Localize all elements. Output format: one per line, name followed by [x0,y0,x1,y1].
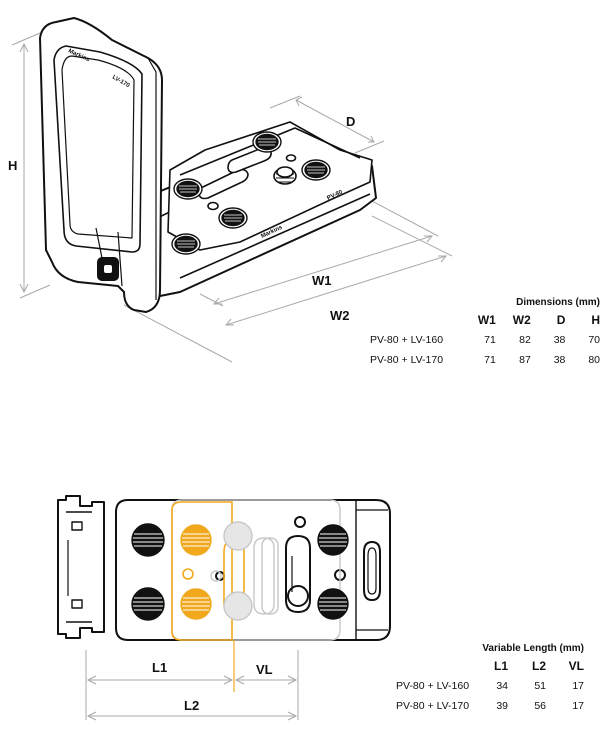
table-cell: 56 [534,700,546,712]
dim-label-l2: L2 [184,698,199,713]
column-header: D [556,313,566,327]
knurled-pad [131,587,165,621]
table-row: PV-80 + LV-170 39 56 17 [396,696,584,716]
dim-label-l1: L1 [152,660,167,675]
row-label: PV-80 + LV-160 [396,680,470,692]
dim-label-h: H [8,158,17,173]
table-cell: 17 [572,700,584,712]
column-header: L1 [493,659,508,673]
table-row: PV-80 + LV-160 34 51 17 [396,676,584,696]
dim-label-d: D [346,114,355,129]
table-row: PV-80 + LV-170 71 87 38 80 [370,350,600,370]
column-header: VL [568,659,584,673]
knurled-pad [252,131,282,153]
table-cell: 38 [553,354,566,366]
column-header: W2 [512,313,531,327]
table-cell: 71 [484,354,496,366]
knurled-pad [301,159,331,181]
dim-label-w1: W1 [312,273,332,288]
table-cell: 38 [553,334,566,346]
knurled-pad [317,588,349,620]
row-label: PV-80 + LV-160 [370,334,444,346]
row-label: PV-80 + LV-170 [370,354,444,366]
dim-label-vl: VL [256,662,273,677]
l-bracket [39,17,163,313]
iso-dimension-lines [11,32,453,363]
variable-table-title: Variable Length (mm) [482,642,584,654]
isometric-view: LV-170 Markins PV-80 Markins H D W1 W2 [8,17,453,363]
knurled-pad-ghost [223,521,253,621]
plate-side-outline [115,499,391,641]
dim-label-w2: W2 [330,308,350,323]
knurled-pad-accent [180,588,212,620]
table-cell: 34 [496,680,508,692]
plate-knurled-pads [117,131,331,255]
dimensions-table: Dimensions (mm) W1 W2 D H PV-80 + LV-160… [370,294,600,370]
knurled-pad-accent [180,524,212,556]
table-cell: 80 [588,354,600,366]
knurled-pad [173,178,203,200]
side-view: L1 VL L2 [57,495,391,721]
row-label: PV-80 + LV-170 [396,700,470,712]
dimensions-table-title: Dimensions (mm) [516,296,600,308]
table-cell: 39 [496,700,508,712]
knurled-pad [317,524,349,556]
column-header: H [591,313,600,327]
table-cell: 51 [534,680,546,692]
knurled-pad [171,233,201,255]
bracket-side-profile [57,495,105,639]
table-row: PV-80 + LV-160 71 82 38 70 [370,330,600,350]
table-cell: 87 [519,354,531,366]
side-dimension-lines [85,650,299,721]
side-knurled-pads [131,521,349,621]
table-cell: 71 [484,334,496,346]
table-cell: 70 [588,334,600,346]
table-cell: 82 [519,334,531,346]
column-header: W1 [477,313,496,327]
knurled-pad [218,207,248,229]
column-header: L2 [531,659,546,673]
variable-length-table: Variable Length (mm) L1 L2 VL PV-80 + LV… [396,640,584,716]
knurled-pad [131,523,165,557]
table-cell: 17 [572,680,584,692]
